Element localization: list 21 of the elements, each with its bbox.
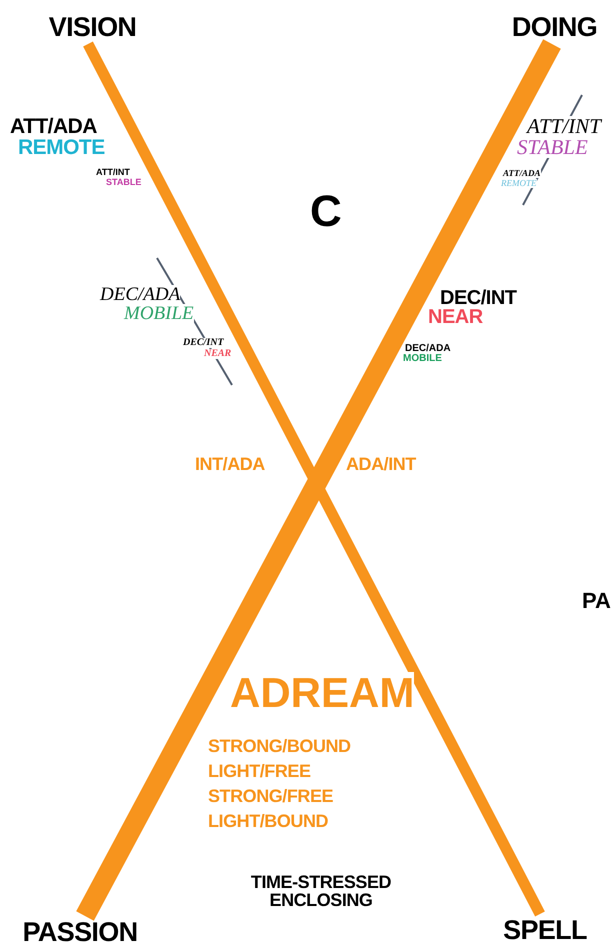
label-text: MOBILE <box>124 304 194 323</box>
label-text: DEC/ADA <box>405 344 451 354</box>
label-text: MOBILE <box>403 354 442 364</box>
corner-label: SPELL <box>500 914 590 946</box>
label-text: STRONG/FREE <box>208 787 334 805</box>
label-text: DEC/INT <box>183 338 224 348</box>
corner-label: DOING <box>497 10 612 44</box>
label-text: STRONG/BOUND <box>208 737 351 755</box>
label-text: STABLE <box>106 178 142 187</box>
label-text: LIGHT/FREE <box>208 762 310 780</box>
label-text: NEAR <box>204 349 232 359</box>
label-text: STABLE <box>517 137 588 158</box>
label-text: REMOTE <box>501 179 536 188</box>
label-text: ADA/INT <box>346 455 416 473</box>
label-text: ATT/ADA <box>503 169 541 178</box>
corner-label: VISION <box>35 10 150 44</box>
label-text: LIGHT/BOUND <box>208 812 328 830</box>
label-text: ATT/INT <box>527 116 601 137</box>
label-text: ATT/INT <box>96 168 130 177</box>
label-text: INT/ADA <box>195 455 265 473</box>
corner-label: PASSION <box>0 916 160 948</box>
